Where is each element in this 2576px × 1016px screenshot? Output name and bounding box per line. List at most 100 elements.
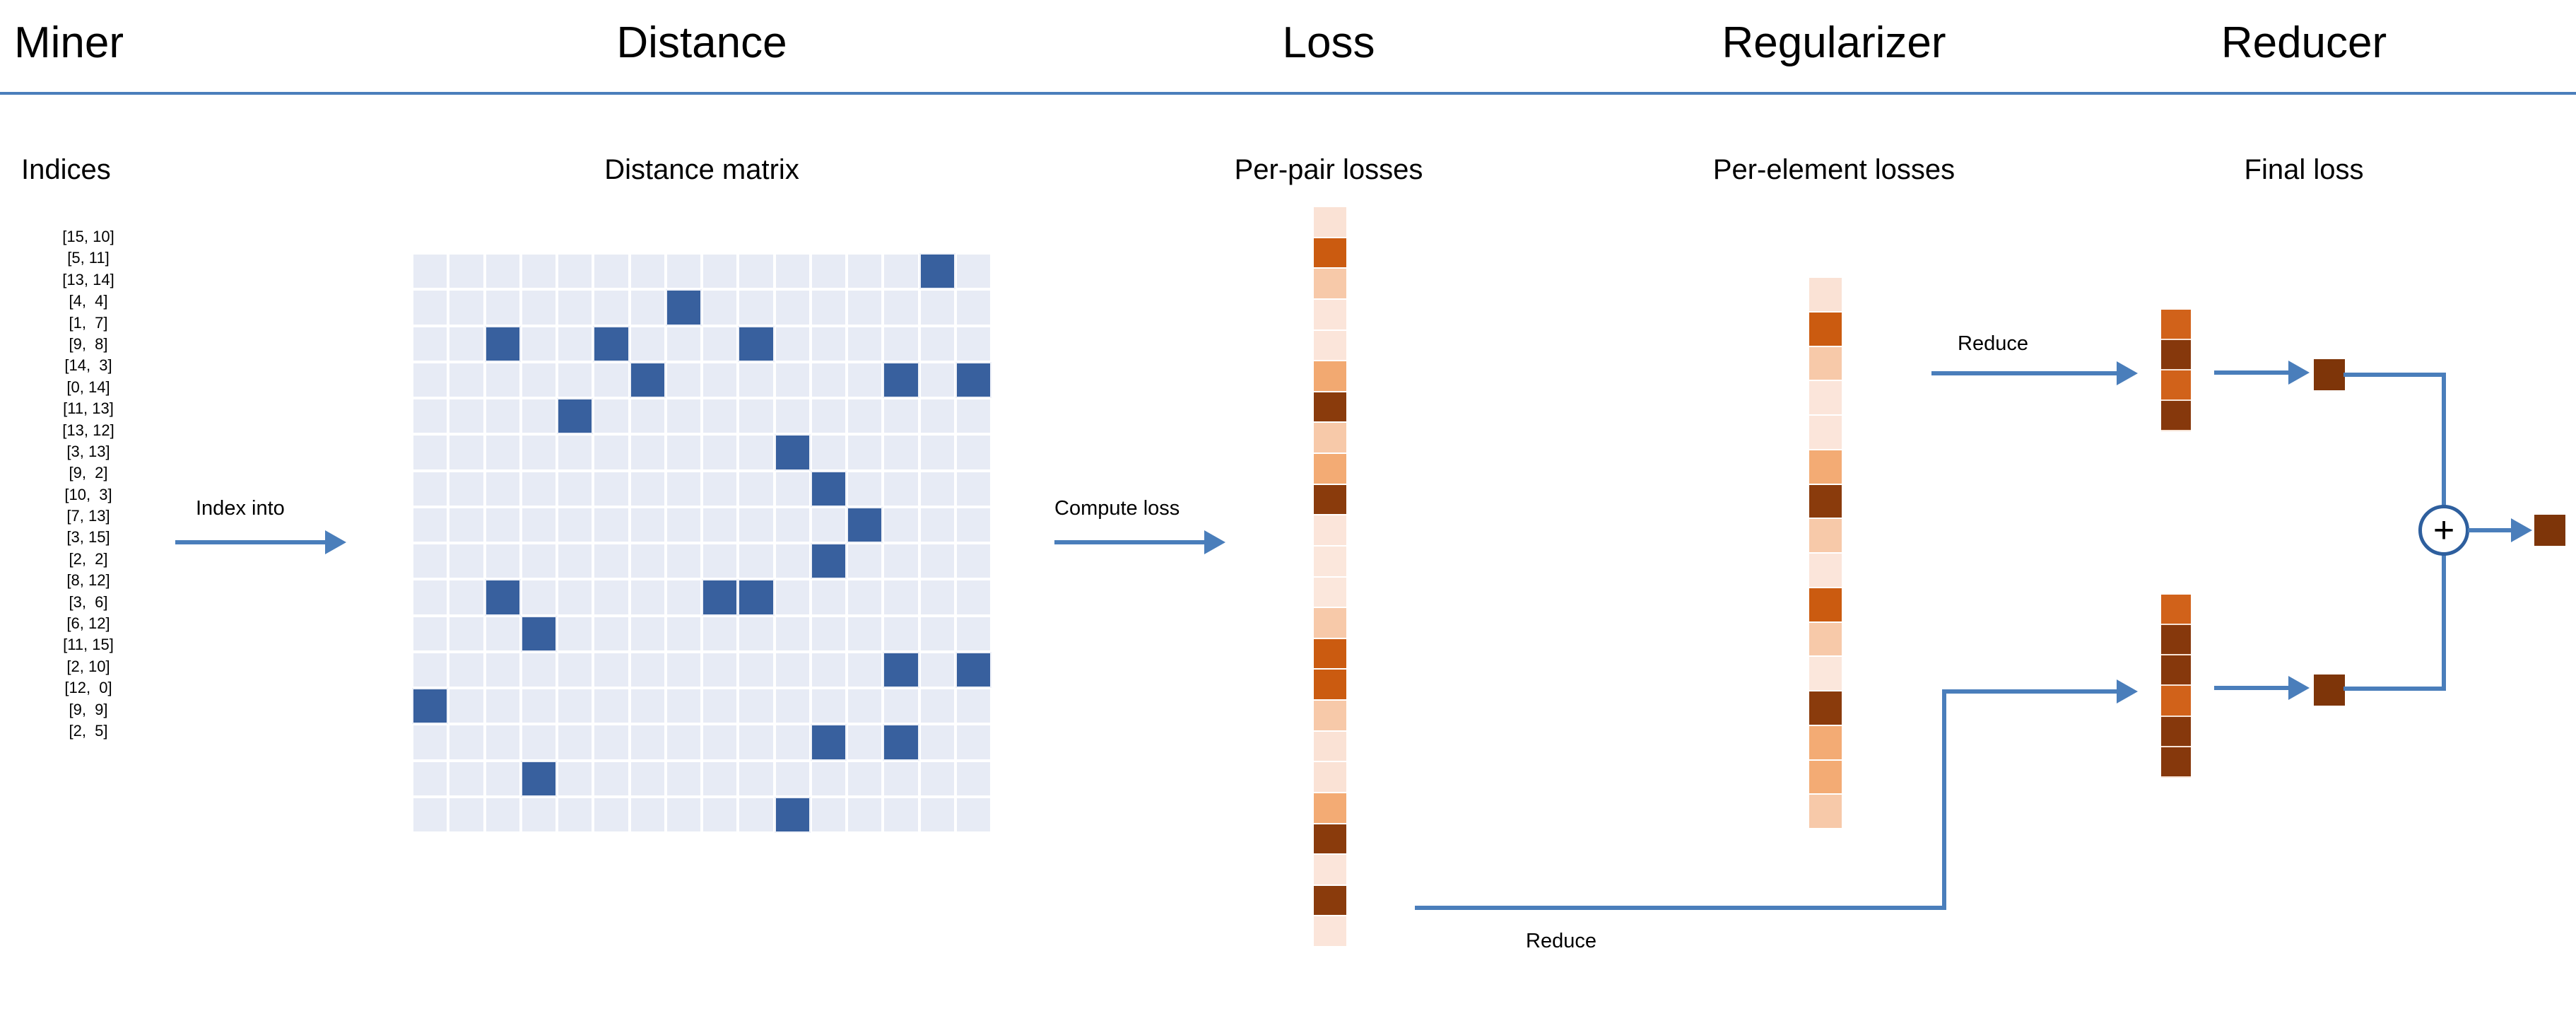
arrow-label-compute-loss: Compute loss [1054,497,1180,520]
reducer-top-cell [2161,340,2191,370]
matrix-cell [593,434,630,471]
index-pair: [7, 13] [66,507,110,525]
matrix-cell [629,579,666,616]
matrix-cell [847,651,883,688]
matrix-cell [412,543,449,580]
matrix-cell [629,253,666,290]
index-pair: [11, 13] [63,399,114,418]
per-element-loss-cell [1809,725,1842,761]
matrix-cell [847,724,883,761]
per-pair-loss-cell [1314,515,1346,547]
matrix-cell [774,688,811,725]
matrix-cell [774,325,811,362]
matrix-cell [557,361,594,398]
matrix-cell [484,506,521,543]
per-pair-loss-cell [1314,885,1346,917]
matrix-cell [520,470,557,507]
matrix-cell [484,724,521,761]
index-pair: [1, 7] [69,313,108,332]
matrix-cell [847,253,883,290]
matrix-cell [847,760,883,797]
matrix-cell [448,688,485,725]
matrix-cell [593,760,630,797]
matrix-cell [448,253,485,290]
matrix-cell [448,615,485,652]
matrix-cell [629,325,666,362]
sum-node-circle: + [2418,505,2469,556]
matrix-cell-active [919,253,955,290]
matrix-cell [665,760,702,797]
index-pair: [2, 10] [66,657,110,675]
reducer-bottom-cell [2161,655,2191,687]
index-pair: [15, 10] [62,228,114,245]
index-pair: [14, 3] [64,356,112,375]
index-pair: [13, 14] [62,270,114,288]
matrix-cell [557,651,594,688]
index-pair: [13, 12] [62,421,114,439]
matrix-cell [810,253,847,290]
matrix-cell [448,760,485,797]
arrow-line-reduce-top [1931,371,2119,375]
matrix-cell [484,361,521,398]
arrow-line-reduce-bottom-horizontal [1415,906,1946,910]
matrix-cell [557,760,594,797]
matrix-cell [520,543,557,580]
matrix-cell [520,253,557,290]
stage-title-miner: Miner [14,18,124,67]
subtitle-per-pair-losses: Per-pair losses [1234,154,1423,185]
matrix-cell [955,688,992,725]
matrix-cell [738,688,775,725]
arrow-head-index-into [325,530,346,554]
matrix-cell [774,253,811,290]
matrix-cell [557,615,594,652]
index-pair: [2, 5] [69,721,108,740]
matrix-cell [738,796,775,833]
matrix-cell [810,615,847,652]
index-pair: [6, 12] [66,614,110,633]
per-pair-loss-cell [1314,299,1346,331]
matrix-cell [412,361,449,398]
indices-list: [15, 10][5, 11][13, 14][4, 4][1, 7][9, 8… [28,226,148,742]
matrix-cell [484,434,521,471]
matrix-cell-active [593,325,630,362]
matrix-cell [593,651,630,688]
matrix-cell [810,434,847,471]
arrow-line-final [2468,528,2513,532]
matrix-cell-active [702,579,739,616]
matrix-cell [448,506,485,543]
matrix-cell [810,760,847,797]
arrow-head-compute-loss [1204,530,1225,554]
plus-icon: + [2433,510,2455,551]
matrix-cell [665,398,702,435]
matrix-cell [412,651,449,688]
per-element-loss-cell [1809,795,1842,829]
matrix-cell-active [883,724,919,761]
matrix-cell [665,361,702,398]
index-pair: [9, 8] [69,334,108,353]
matrix-cell [883,615,919,652]
per-pair-loss-cell [1314,638,1346,670]
matrix-cell [738,470,775,507]
matrix-cell [883,325,919,362]
matrix-cell-active [774,434,811,471]
matrix-cell [629,506,666,543]
matrix-cell [702,506,739,543]
join-line-top-horizontal [2343,373,2446,377]
matrix-cell [955,543,992,580]
matrix-cell [448,289,485,326]
matrix-cell [955,434,992,471]
reducer-top-stack [2161,310,2191,431]
per-pair-loss-cell [1314,269,1346,300]
matrix-cell [448,398,485,435]
matrix-cell [919,688,955,725]
matrix-cell [883,760,919,797]
per-pair-loss-cell [1314,670,1346,701]
matrix-cell [738,615,775,652]
matrix-cell [629,615,666,652]
matrix-cell [702,325,739,362]
matrix-cell [847,579,883,616]
matrix-cell [883,688,919,725]
index-pair: [8, 12] [66,571,110,590]
matrix-cell [810,688,847,725]
